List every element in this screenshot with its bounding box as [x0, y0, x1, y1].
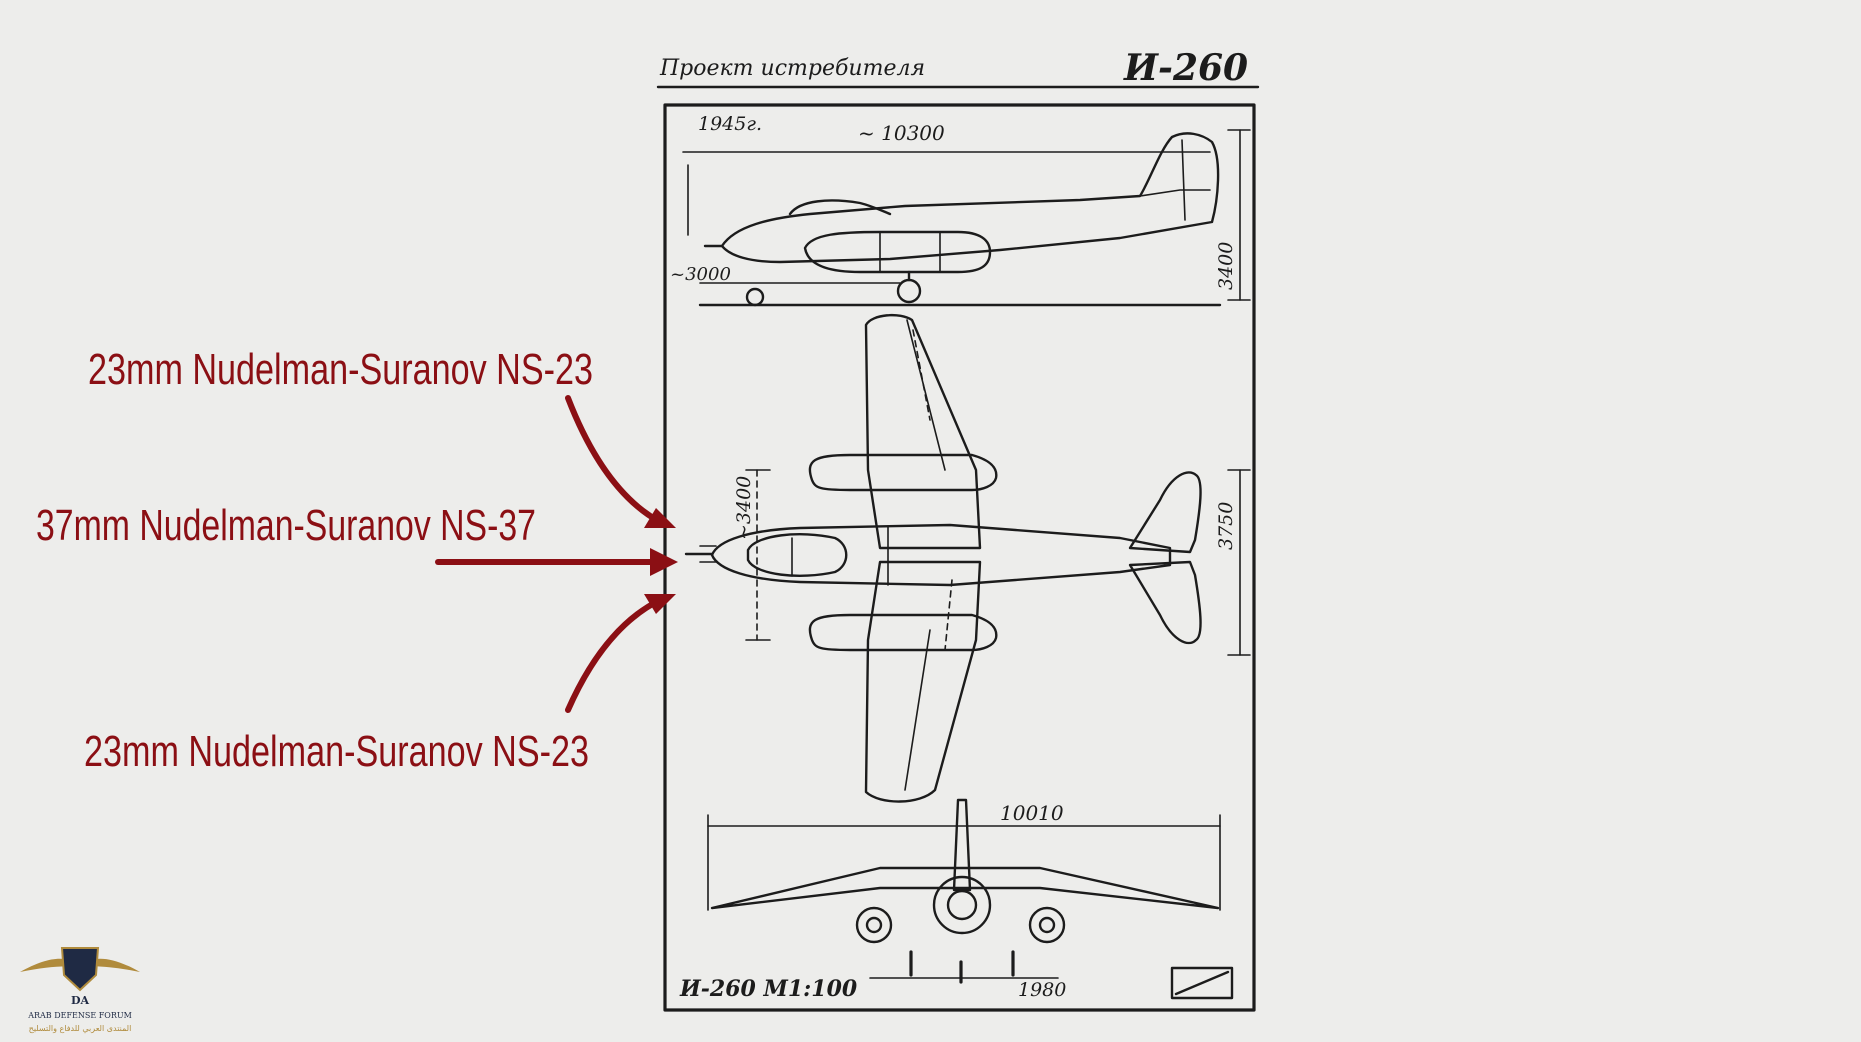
front-fuselage: [932, 875, 992, 935]
bottom-cannon-label: 23mm Nudelman-Suranov NS-23: [84, 727, 589, 776]
upper-tailplane: [1128, 471, 1202, 554]
top-view: ~3400 3750: [684, 313, 1251, 803]
stamp-box: [1170, 966, 1234, 1000]
sheet-frame: [663, 103, 1256, 1012]
side-engine-nacelle: [803, 230, 992, 274]
main-wheel: [896, 278, 922, 304]
front-fin: [952, 798, 972, 892]
side-fuselage: [720, 132, 1220, 264]
sheet-header: Проект истребителя И-260: [656, 47, 1260, 89]
upper-engine-nacelle: [808, 453, 998, 492]
length-dimension: ~ 10300: [858, 121, 945, 145]
year-label: 1945г.: [698, 113, 762, 135]
front-view: 10010 1980: [707, 798, 1221, 1001]
header-label: Проект истребителя: [659, 56, 925, 81]
model-title: И-260: [1123, 47, 1248, 89]
nose-wheel: [745, 287, 765, 307]
lower-engine-nacelle: [808, 613, 998, 652]
lower-tailplane: [1128, 560, 1202, 645]
nose-gear-dimension: ~3000: [670, 264, 731, 285]
scale-caption: И-260 М1:100: [679, 976, 858, 1002]
watermark-monogram: DA: [71, 994, 90, 1007]
lower-wing: [864, 560, 982, 803]
height-dimension: 3400: [1215, 242, 1237, 290]
watermark-name: ARAB DEFENSE FORUM: [27, 1011, 132, 1020]
side-canopy: [788, 199, 892, 216]
center-cannon-label: 37mm Nudelman-Suranov NS-37: [36, 501, 536, 550]
top-cannon-arrow: [565, 395, 663, 525]
shield-icon: [60, 947, 100, 992]
watermark-arabic: المنتدى العربي للدفاع والتسليح: [29, 1024, 132, 1033]
watermark-logo: DA ARAB DEFENSE FORUM المنتدى العربي للد…: [20, 947, 140, 1033]
tail-span-dimension: 3750: [1215, 502, 1237, 550]
top-cannon-label: 23mm Nudelman-Suranov NS-23: [88, 345, 593, 394]
front-right-engine: [1028, 906, 1066, 944]
bottom-cannon-arrow: [565, 597, 663, 713]
front-wing: [710, 866, 1220, 910]
top-fuselage: [710, 523, 1172, 587]
top-cockpit: [746, 533, 848, 577]
front-left-engine: [855, 906, 893, 944]
annotations: 23mm Nudelman-Suranov NS-23 37mm Nudelma…: [36, 345, 678, 776]
side-view: 1945г. ~ 10300 ~3000 3400: [670, 113, 1251, 307]
wingspan-dimension: 10010: [1000, 801, 1064, 825]
upper-wing: [864, 313, 982, 550]
engine-spacing-dimension: ~3400: [733, 476, 755, 540]
track-dimension: 1980: [1018, 979, 1066, 1001]
